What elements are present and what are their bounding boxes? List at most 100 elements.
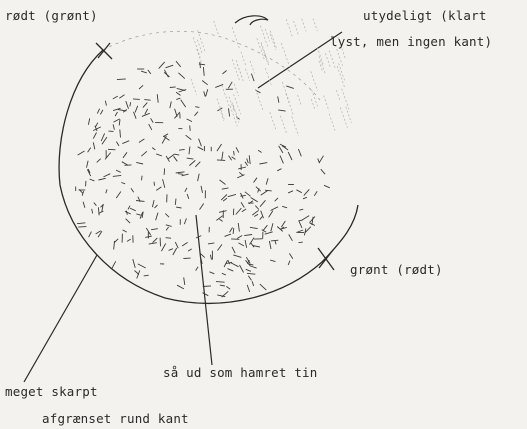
texture-stroke	[299, 242, 303, 243]
texture-stroke	[254, 214, 258, 216]
faint-streak	[191, 79, 197, 95]
faint-streak	[302, 19, 306, 32]
texture-stroke	[116, 142, 119, 146]
texture-stroke	[176, 92, 180, 95]
texture-stroke	[99, 178, 106, 180]
texture-stroke	[149, 124, 152, 130]
faint-streak	[313, 19, 317, 31]
texture-stroke	[142, 113, 150, 116]
texture-stroke	[219, 211, 227, 213]
faint-streak	[241, 52, 246, 66]
texture-stroke	[115, 112, 117, 116]
texture-stroke	[174, 112, 180, 118]
texture-stroke	[182, 242, 188, 246]
faint-streak	[329, 114, 335, 131]
texture-stroke	[119, 119, 120, 125]
texture-stroke	[265, 190, 272, 191]
texture-stroke	[270, 260, 275, 262]
texture-stroke	[157, 94, 158, 103]
faint-streak	[270, 31, 276, 48]
faint-streak	[220, 109, 224, 121]
texture-stroke	[302, 216, 309, 221]
faint-streak	[261, 44, 269, 66]
texture-stroke	[261, 191, 268, 196]
texture-stroke	[130, 208, 136, 211]
texture-stroke	[259, 163, 267, 164]
texture-stroke	[152, 148, 155, 150]
label-top-right-line1: utydeligt (klart	[363, 8, 487, 24]
top-curl-mark	[235, 16, 268, 25]
texture-stroke	[247, 285, 250, 292]
texture-stroke	[252, 281, 254, 286]
texture-stroke	[200, 204, 204, 210]
texture-stroke	[204, 91, 206, 96]
texture-stroke	[233, 255, 241, 258]
texture-stroke	[296, 190, 301, 193]
texture-stroke	[133, 259, 135, 268]
texture-stroke	[176, 207, 181, 208]
texture-stroke	[288, 191, 293, 193]
texture-stroke	[238, 223, 239, 232]
texture-stroke	[148, 70, 151, 74]
faint-streaks	[191, 19, 351, 136]
texture-stroke	[106, 189, 107, 193]
texture-stroke	[208, 243, 214, 244]
faint-streak	[286, 94, 294, 115]
texture-stroke	[281, 221, 285, 227]
texture-stroke	[184, 277, 185, 285]
faint-streak	[325, 53, 330, 68]
texture-stroke	[198, 174, 200, 181]
texture-stroke	[78, 151, 85, 155]
texture-stroke	[126, 211, 127, 215]
texture-stroke	[187, 194, 189, 199]
texture-stroke	[210, 272, 215, 274]
texture-stroke	[176, 61, 181, 67]
texture-stroke	[289, 253, 292, 258]
texture-stroke	[169, 249, 173, 251]
texture-stroke	[175, 199, 176, 205]
texture-stroke	[170, 102, 172, 109]
texture-stroke	[170, 87, 176, 88]
texture-stroke	[260, 200, 266, 206]
texture-stroke	[299, 209, 303, 210]
faint-streak	[232, 59, 240, 81]
texture-stroke	[188, 249, 192, 251]
faint-streak	[270, 34, 276, 50]
faint-streak	[340, 108, 347, 128]
texture-stroke	[139, 139, 145, 143]
faint-streak	[234, 84, 238, 96]
texture-stroke	[247, 273, 255, 274]
faint-streak	[229, 97, 234, 111]
texture-stroke	[87, 161, 89, 168]
faint-streak	[317, 47, 323, 65]
texture-stroke	[232, 157, 236, 160]
texture-stroke	[195, 162, 200, 167]
texture-stroke	[77, 223, 85, 224]
texture-stroke	[130, 102, 131, 106]
texture-stroke	[237, 175, 244, 178]
texture-stroke	[238, 167, 246, 169]
texture-stroke	[277, 169, 281, 171]
texture-stroke	[271, 223, 273, 231]
label-bottom-left-line2: afgrænset rund kant	[42, 411, 189, 427]
texture-stroke	[239, 172, 243, 175]
texture-stroke	[298, 220, 302, 221]
x-mark-top-left	[96, 43, 112, 59]
texture-stroke	[250, 266, 256, 268]
texture-stroke	[133, 99, 140, 100]
texture-stroke	[141, 151, 147, 156]
texture-stroke	[152, 200, 154, 207]
texture-stroke	[242, 209, 246, 212]
texture-stroke	[189, 160, 195, 165]
texture-stroke	[136, 214, 140, 215]
faint-streak	[311, 71, 318, 91]
texture-stroke	[278, 96, 279, 102]
texture-stroke	[288, 152, 292, 160]
texture-stroke	[83, 202, 85, 208]
texture-stroke	[226, 286, 230, 289]
texture-stroke	[98, 207, 99, 215]
texture-stroke	[135, 106, 138, 113]
texture-stroke	[163, 179, 165, 188]
texture-stroke	[239, 243, 244, 246]
